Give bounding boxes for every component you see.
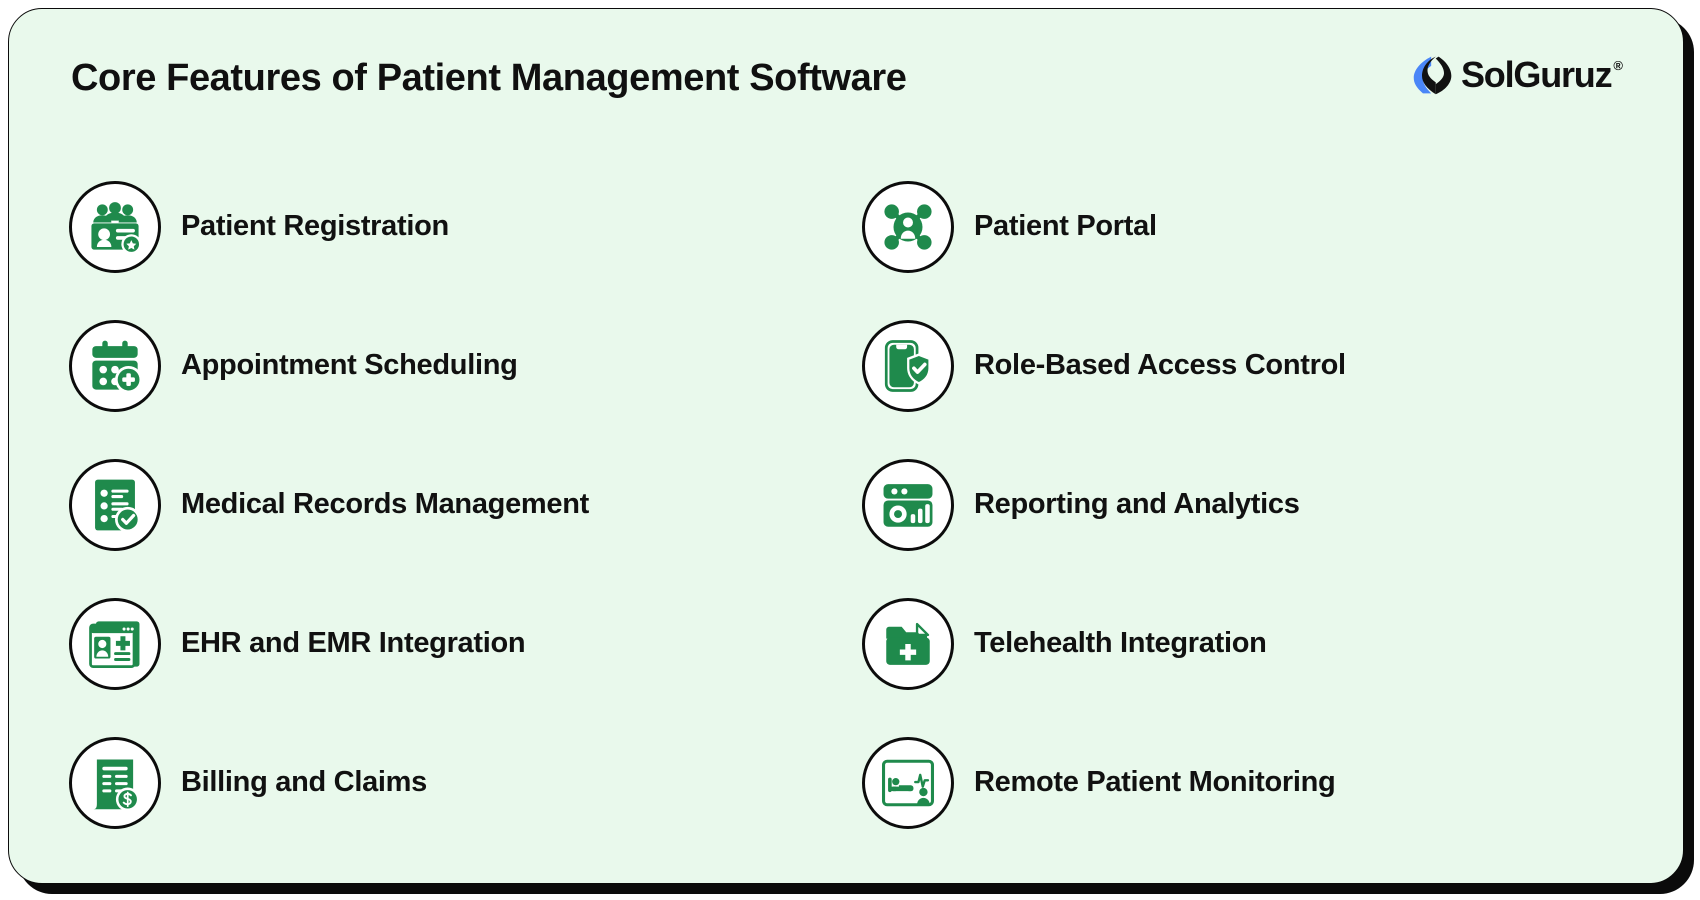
feature-item-billing-and-claims: Billing and Claims bbox=[69, 713, 832, 852]
feature-item-remote-patient-monitoring: Remote Patient Monitoring bbox=[862, 713, 1625, 852]
registered-trademark-symbol: ® bbox=[1613, 58, 1623, 73]
feature-label: Billing and Claims bbox=[181, 765, 427, 798]
infographic-card: Core Features of Patient Management Soft… bbox=[8, 8, 1684, 884]
feature-label: Reporting and Analytics bbox=[974, 487, 1300, 520]
feature-label: Role-Based Access Control bbox=[974, 348, 1346, 381]
feature-item-reporting-and-analytics: Reporting and Analytics bbox=[862, 435, 1625, 574]
feature-item-role-based-access-control: Role-Based Access Control bbox=[862, 296, 1625, 435]
brand-logo: SolGuruz ® bbox=[1411, 53, 1623, 97]
card-header: Core Features of Patient Management Soft… bbox=[9, 9, 1683, 149]
feature-item-appointment-scheduling: Appointment Scheduling bbox=[69, 296, 832, 435]
solguruz-hexagon-s-mark-icon bbox=[1413, 56, 1452, 95]
feature-item-ehr-and-emr-integration: EHR and EMR Integration bbox=[69, 574, 832, 713]
patient-registration-icon bbox=[69, 180, 161, 273]
billing-and-claims-icon bbox=[69, 736, 161, 829]
patient-portal-icon bbox=[862, 180, 954, 273]
feature-item-telehealth-integration: Telehealth Integration bbox=[862, 574, 1625, 713]
remote-patient-monitoring-icon bbox=[862, 736, 954, 829]
telehealth-integration-icon bbox=[862, 597, 954, 690]
role-based-access-control-icon bbox=[862, 319, 954, 412]
feature-label: Appointment Scheduling bbox=[181, 348, 518, 381]
feature-label: Telehealth Integration bbox=[974, 626, 1267, 659]
feature-label: Remote Patient Monitoring bbox=[974, 765, 1336, 798]
feature-item-medical-records-management: Medical Records Management bbox=[69, 435, 832, 574]
feature-label: Medical Records Management bbox=[181, 487, 589, 520]
features-grid: Patient Registration Patient Portal bbox=[69, 157, 1625, 852]
reporting-and-analytics-icon bbox=[862, 458, 954, 551]
brand-wordmark-wrap: SolGuruz ® bbox=[1461, 57, 1623, 93]
brand-wordmark: SolGuruz bbox=[1461, 54, 1613, 95]
ehr-emr-integration-icon bbox=[69, 597, 161, 690]
medical-records-icon bbox=[69, 458, 161, 551]
feature-label: Patient Registration bbox=[181, 209, 449, 242]
feature-label: EHR and EMR Integration bbox=[181, 626, 526, 659]
feature-label: Patient Portal bbox=[974, 209, 1157, 242]
feature-item-patient-registration: Patient Registration bbox=[69, 157, 832, 296]
feature-item-patient-portal: Patient Portal bbox=[862, 157, 1625, 296]
page-title: Core Features of Patient Management Soft… bbox=[71, 57, 907, 100]
appointment-scheduling-icon bbox=[69, 319, 161, 412]
